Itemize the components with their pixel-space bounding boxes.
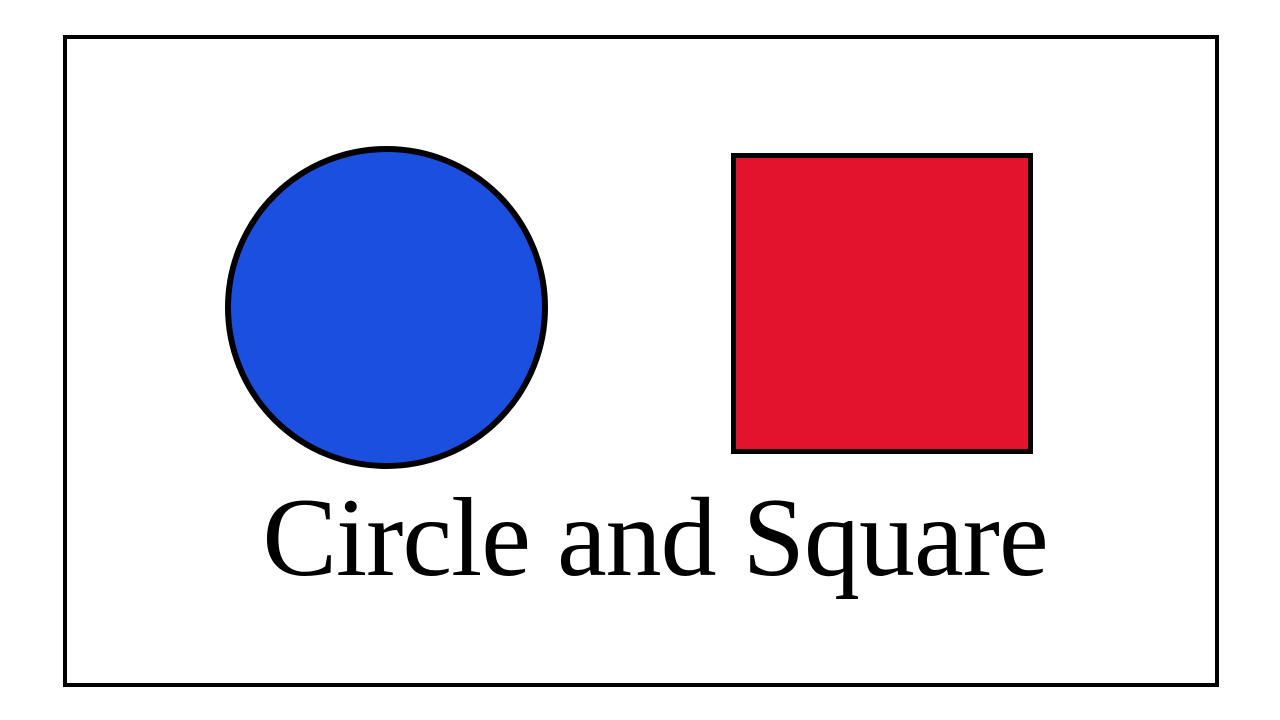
red-square: [731, 153, 1033, 454]
blue-circle: [225, 146, 548, 469]
caption: Circle and Square: [262, 476, 1048, 600]
